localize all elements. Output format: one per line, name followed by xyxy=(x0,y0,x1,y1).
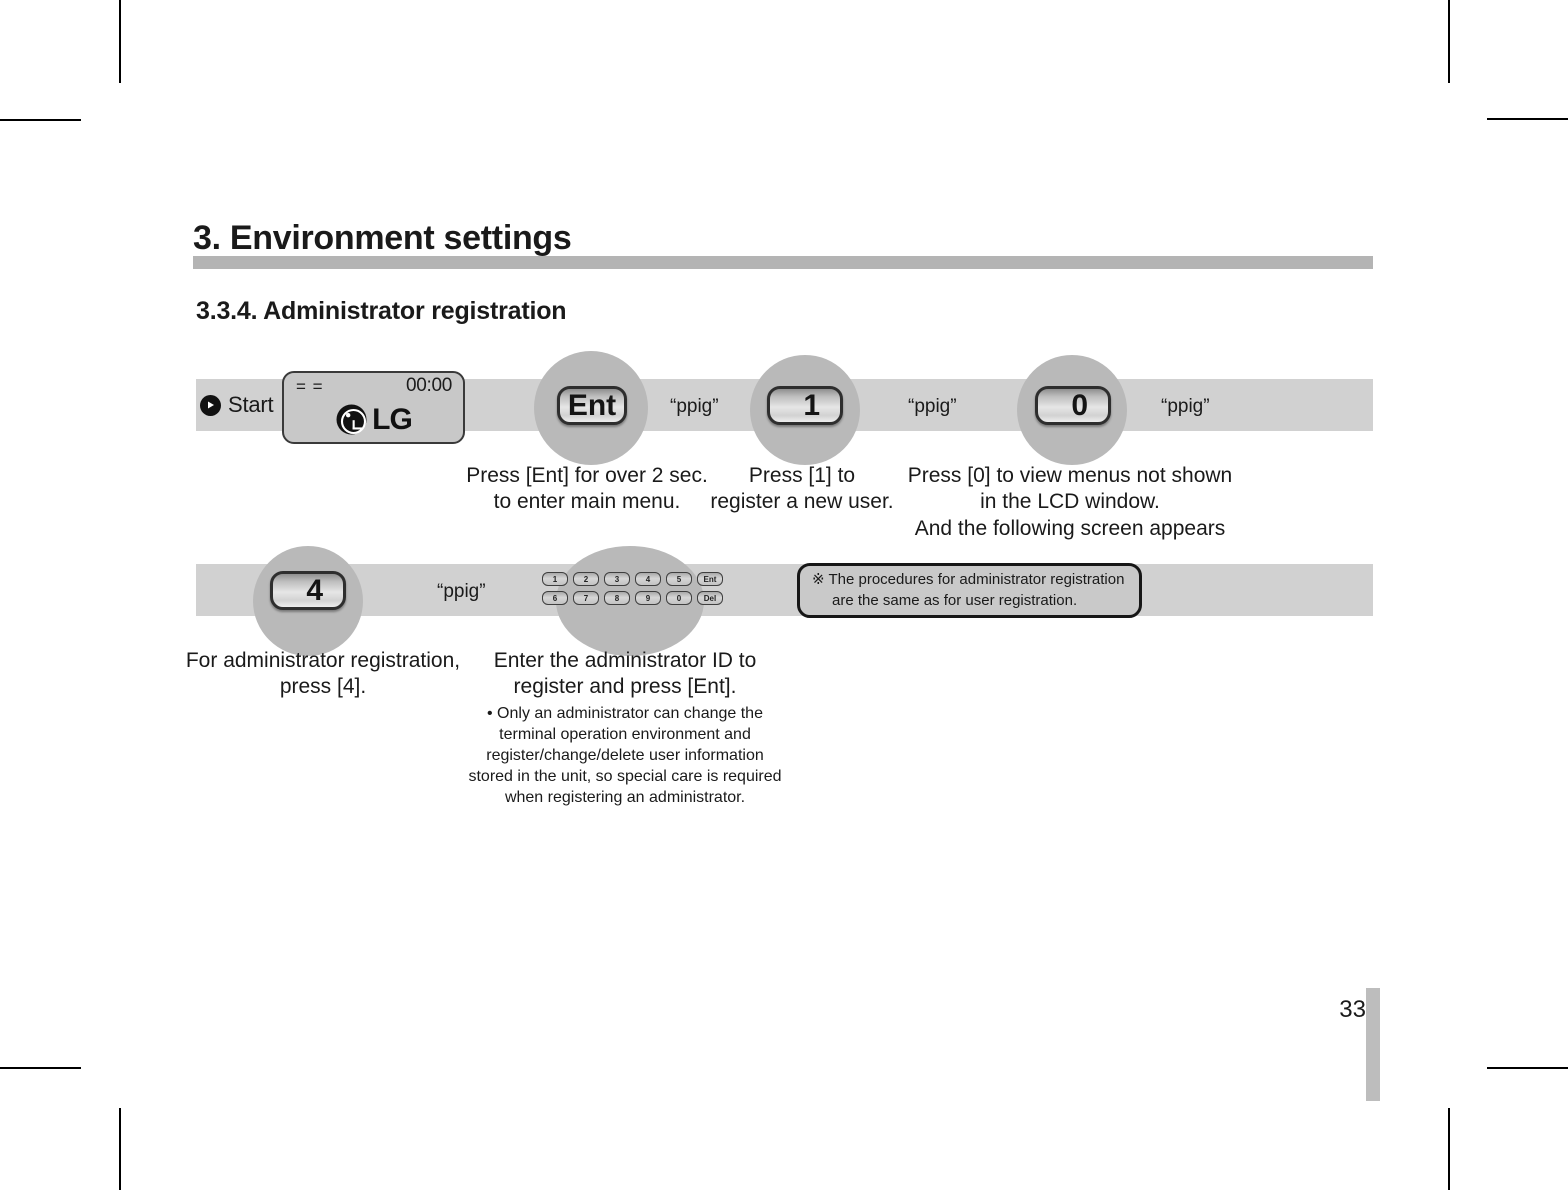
keypad-key-6[interactable]: 6 xyxy=(542,591,568,605)
caption-small-line: terminal operation environment and xyxy=(499,726,751,744)
keypad-key-2[interactable]: 2 xyxy=(573,572,599,586)
sound-label-after-4: “ppig” xyxy=(437,581,486,602)
keypad-row-1: 1 2 3 4 5 Ent xyxy=(542,572,723,586)
page-number: 33 xyxy=(1339,996,1366,1023)
note-callout: ※ The procedures for administrator regis… xyxy=(797,563,1142,618)
key-4[interactable]: 4 xyxy=(270,571,346,610)
page-edge-bar xyxy=(1366,988,1380,1101)
lg-wordmark: LG xyxy=(372,402,413,436)
caption-line: to enter main menu. xyxy=(493,490,681,514)
caption-line: Press [1] to xyxy=(748,464,856,487)
keypad-key-1[interactable]: 1 xyxy=(542,572,568,586)
caption-step-0: Press [0] to view menus not shown in the… xyxy=(907,463,1233,542)
keypad-key-ent[interactable]: Ent xyxy=(697,572,723,586)
keypad-key-7[interactable]: 7 xyxy=(573,591,599,605)
sound-label-after-ent: “ppig” xyxy=(670,396,719,417)
lg-face-logo-icon xyxy=(335,403,368,436)
flow-band-row-2 xyxy=(196,564,1373,616)
crop-mark-bottom-right-horizontal xyxy=(1487,1067,1568,1069)
keypad-key-9[interactable]: 9 xyxy=(635,591,661,605)
caption-small-line: register/change/delete user information xyxy=(486,747,764,765)
crop-mark-top-right-horizontal xyxy=(1487,118,1568,120)
crop-mark-top-right-vertical xyxy=(1448,0,1450,83)
sound-label-after-1: “ppig” xyxy=(908,396,957,417)
caption-step-1: Press [1] to register a new user. xyxy=(704,463,900,516)
caption-line: register and press [Ent]. xyxy=(513,675,737,699)
crop-mark-bottom-right-vertical xyxy=(1448,1108,1450,1190)
lcd-time: 00:00 xyxy=(405,375,452,396)
lcd-window: = = 00:00 LG xyxy=(282,371,465,444)
key-1[interactable]: 1 xyxy=(767,386,843,425)
caption-step-4: For administrator registration, press [4… xyxy=(185,648,461,701)
chapter-title: 3. Environment settings xyxy=(193,219,572,257)
caption-small-line: when registering an administrator. xyxy=(504,789,746,807)
caption-step-keypad: Enter the administrator ID to register a… xyxy=(466,648,784,808)
note-line-text: The procedures for administrator registr… xyxy=(828,571,1125,589)
start-label: Start xyxy=(228,392,274,417)
crop-mark-top-left-vertical xyxy=(119,0,121,83)
note-line-2: are the same as for user registration. xyxy=(832,591,1078,609)
caption-line: press [4]. xyxy=(279,675,367,699)
keypad-key-del[interactable]: Del xyxy=(697,591,723,605)
key-ent[interactable]: Ent xyxy=(557,386,627,425)
note-line-1: ※ The procedures for administrator regis… xyxy=(812,570,1124,590)
lcd-left-indicator: = = xyxy=(296,377,324,396)
keypad-row-2: 6 7 8 9 0 Del xyxy=(542,591,723,605)
caption-small-line: stored in the unit, so special care is r… xyxy=(468,768,782,786)
keypad-key-5[interactable]: 5 xyxy=(666,572,692,586)
caption-line: Press [Ent] for over 2 sec. xyxy=(466,464,708,487)
lcd-logo: LG xyxy=(284,403,463,436)
crop-mark-bottom-left-horizontal xyxy=(0,1067,81,1069)
caption-line: For administrator registration, xyxy=(185,649,461,672)
keypad-key-4[interactable]: 4 xyxy=(635,572,661,586)
numeric-keypad[interactable]: 1 2 3 4 5 Ent 6 7 8 9 0 Del xyxy=(542,572,723,605)
caption-step-ent: Press [Ent] for over 2 sec. to enter mai… xyxy=(462,463,712,516)
caption-line: in the LCD window. xyxy=(980,490,1160,514)
keypad-key-3[interactable]: 3 xyxy=(604,572,630,586)
play-circle-icon xyxy=(200,394,221,416)
caption-line: Press [0] to view menus not shown xyxy=(907,464,1233,487)
caption-line: And the following screen appears xyxy=(914,516,1226,540)
caption-note-small: • Only an administrator can change the t… xyxy=(466,703,784,809)
caption-line: Enter the administrator ID to xyxy=(493,649,757,672)
start-marker: Start xyxy=(200,392,274,418)
crop-mark-bottom-left-vertical xyxy=(119,1108,121,1190)
keypad-key-8[interactable]: 8 xyxy=(604,591,630,605)
caption-line: register a new user. xyxy=(710,490,894,514)
section-title: 3.3.4. Administrator registration xyxy=(196,297,567,325)
note-text: ※ The procedures for administrator regis… xyxy=(812,570,1124,610)
crop-mark-top-left-horizontal xyxy=(0,119,81,121)
reference-mark-icon: ※ xyxy=(812,571,825,589)
chapter-rule xyxy=(193,256,1373,269)
caption-small-line: • Only an administrator can change the xyxy=(487,704,763,722)
key-0[interactable]: 0 xyxy=(1035,386,1111,425)
sound-label-after-0: “ppig” xyxy=(1161,396,1210,417)
keypad-key-0[interactable]: 0 xyxy=(666,591,692,605)
